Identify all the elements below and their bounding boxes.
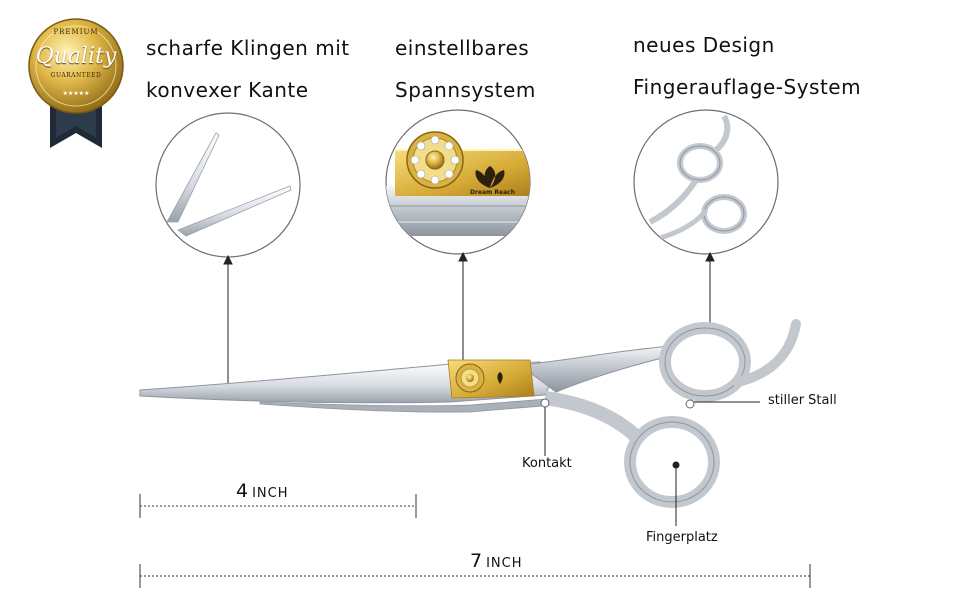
badge-medal xyxy=(28,18,124,114)
feature-tension: einstellbares Spannsystem xyxy=(395,27,536,111)
badge-top-text: PREMIUM xyxy=(53,28,99,36)
feature-design: neues Design Fingerauflage-System xyxy=(633,24,861,108)
feature-blades: scharfe Klingen mit konvexer Kante xyxy=(146,27,350,111)
badge-stars: ★★★★★ xyxy=(62,90,90,97)
pointer-lines xyxy=(223,251,715,388)
callout-lines xyxy=(544,401,760,526)
scissors-image xyxy=(139,319,801,508)
feature-tension-line1: einstellbares xyxy=(395,36,530,60)
feature-design-line2: Fingerauflage-System xyxy=(633,75,862,99)
feature-design-line1: neues Design xyxy=(633,33,775,57)
badge-main-text: Quality xyxy=(35,44,117,69)
badge-sub-text: GUARANTEED xyxy=(50,72,102,79)
dimension-4-value: 4 xyxy=(236,480,249,502)
feature-blades-line1: scharfe Klingen mit xyxy=(146,36,350,60)
tension-screw-detail xyxy=(385,109,531,255)
feature-tension-line2: Spannsystem xyxy=(395,78,536,102)
feature-blades-line2: konvexer Kante xyxy=(146,78,309,102)
quality-badge xyxy=(28,18,124,148)
screw-logo-text: Dream Reach xyxy=(470,189,515,196)
callout-contact: Kontakt xyxy=(522,456,572,471)
dimension-7-value: 7 xyxy=(470,550,483,572)
dimension-4-unit: INCH xyxy=(252,486,289,501)
blade-edge-detail xyxy=(155,112,301,258)
finger-rest-detail xyxy=(633,109,779,255)
lotus-logo-icon xyxy=(475,166,505,188)
dimension-lines xyxy=(139,494,811,588)
callout-stall: stiller Stall xyxy=(768,393,837,408)
dimension-7-unit: INCH xyxy=(486,556,523,571)
callout-finger-rest: Fingerplatz xyxy=(646,530,718,545)
